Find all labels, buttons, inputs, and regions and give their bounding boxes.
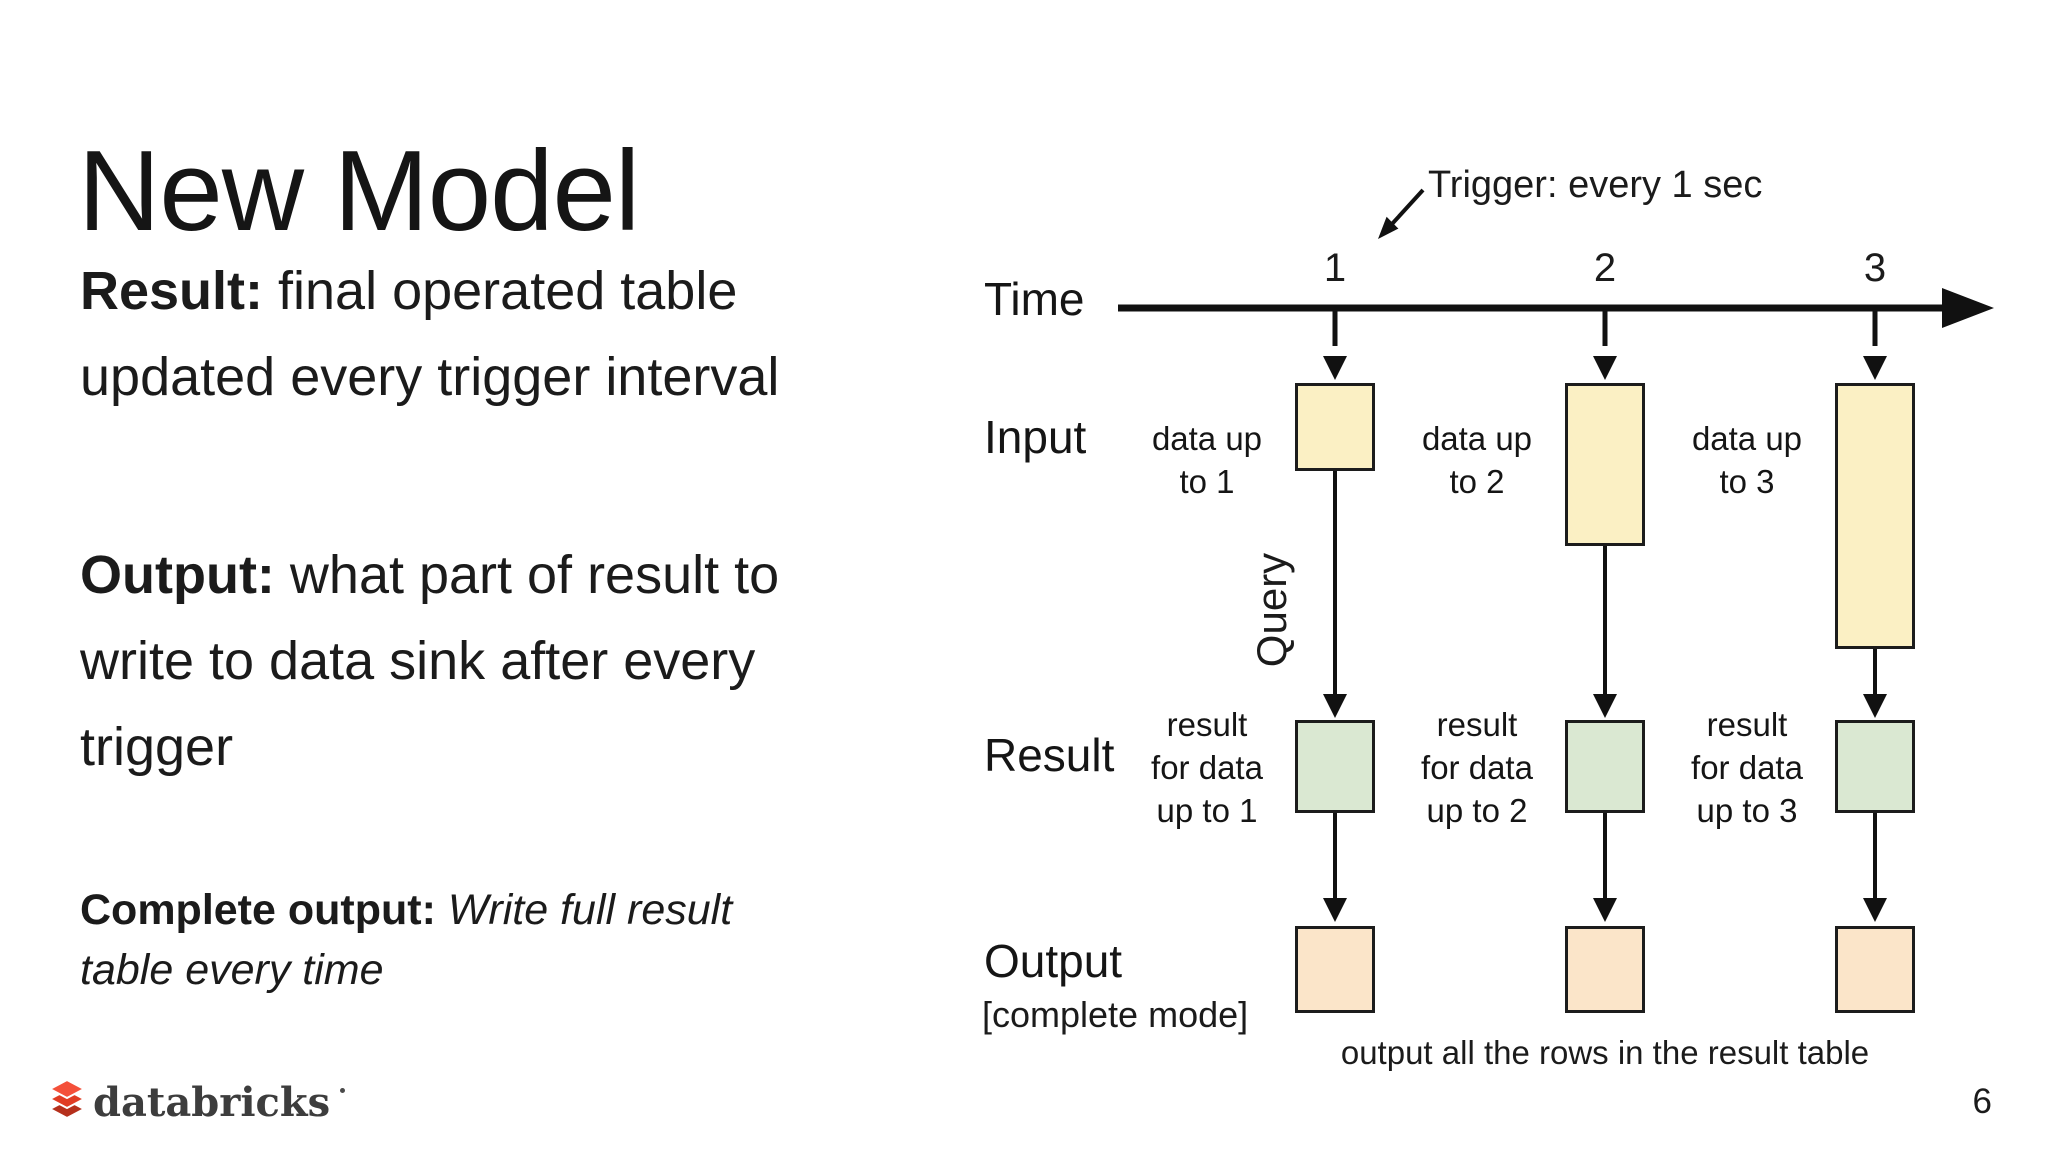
trademark-dot <box>340 1088 346 1093</box>
bullet-result-text: final operated table updated every trigg… <box>80 261 780 407</box>
query-label: Query <box>1248 552 1295 668</box>
row-label-time: Time <box>984 273 1085 325</box>
query-arrowhead-2 <box>1593 694 1617 718</box>
output-mode-label: [complete mode] <box>982 994 1249 1035</box>
output-box-3 <box>1835 926 1915 1013</box>
result-box-1 <box>1295 720 1375 813</box>
trigger-annotation-line <box>1390 188 1425 226</box>
input-caption-2: data up to 2 <box>1421 420 1533 500</box>
input-caption-3: data up to 3 <box>1691 420 1803 500</box>
result-caption-2: result for data up to 2 <box>1421 706 1533 829</box>
result-box-2 <box>1565 720 1645 813</box>
input-box-3 <box>1835 383 1915 649</box>
output-arrowhead-2 <box>1593 898 1617 922</box>
bullet-output-lead: Output: <box>80 545 275 605</box>
row-label-output: Output <box>984 935 1123 987</box>
output-arrowhead-1 <box>1323 898 1347 922</box>
bullet-output-text: what part of result to write to data sin… <box>80 545 780 777</box>
bullet-complete-output-text: Write full result table every time <box>80 886 733 994</box>
databricks-bricks-icon <box>50 1080 84 1120</box>
result-caption-1: result for data up to 1 <box>1151 706 1263 829</box>
row-label-result: Result <box>984 729 1115 781</box>
page-title: New Model <box>78 128 640 256</box>
time-axis-arrowhead <box>1942 288 1994 328</box>
trigger-arrowhead-1 <box>1323 356 1347 380</box>
output-box-1 <box>1295 926 1375 1013</box>
bullet-output: Output: what part of result to write to … <box>80 532 779 790</box>
databricks-wordmark: databricks <box>93 1079 331 1126</box>
databricks-logo: databricks <box>50 1079 346 1126</box>
tick-label-1: 1 <box>1323 246 1347 290</box>
query-arrowhead-3 <box>1863 694 1887 718</box>
trigger-annotation-label: Trigger: every 1 sec <box>1428 164 1763 206</box>
input-box-2 <box>1565 383 1645 546</box>
tick-label-3: 3 <box>1863 246 1887 290</box>
bullet-result: Result: final operated table updated eve… <box>80 248 779 420</box>
tick-label-2: 2 <box>1593 246 1617 290</box>
result-box-3 <box>1835 720 1915 813</box>
output-arrowhead-3 <box>1863 898 1887 922</box>
output-box-2 <box>1565 926 1645 1013</box>
diagram-footer-note: output all the rows in the result table <box>1340 1034 1870 1071</box>
bullet-complete-output-lead: Complete output: <box>80 886 436 934</box>
bullet-result-lead: Result: <box>80 261 264 321</box>
trigger-arrowhead-2 <box>1593 356 1617 380</box>
page-number: 6 <box>1972 1082 1992 1121</box>
row-label-input: Input <box>984 411 1087 463</box>
result-caption-3: result for data up to 3 <box>1691 706 1803 829</box>
trigger-arrowhead-3 <box>1863 356 1887 380</box>
input-box-1 <box>1295 383 1375 471</box>
bullet-complete-output: Complete output: Write full result table… <box>80 880 732 1000</box>
input-caption-1: data up to 1 <box>1151 420 1263 500</box>
query-arrowhead-1 <box>1323 694 1347 718</box>
trigger-annotation-arrowhead <box>1378 216 1399 239</box>
